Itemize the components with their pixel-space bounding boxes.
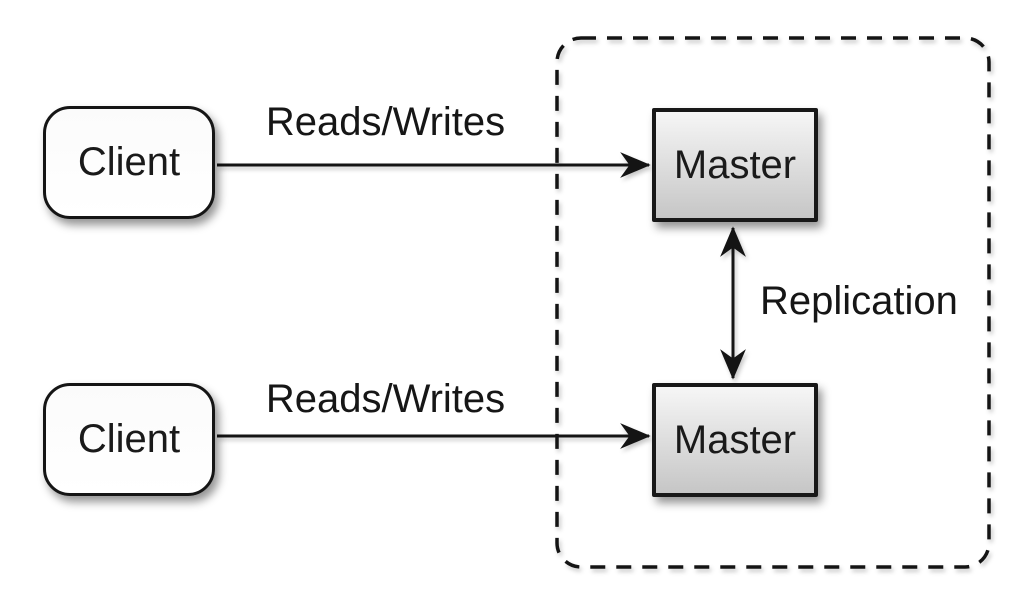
master-node-top: Master xyxy=(652,108,818,222)
reads-writes-label-top: Reads/Writes xyxy=(265,100,506,144)
replication-cluster-boundary xyxy=(555,36,991,569)
client-node-top: Client xyxy=(43,106,215,219)
master-node-top-label: Master xyxy=(673,142,797,187)
reads-writes-label-bottom: Reads/Writes xyxy=(265,377,506,421)
client-node-bottom: Client xyxy=(43,383,215,496)
replication-label: Replication xyxy=(760,279,958,323)
master-node-bottom-label: Master xyxy=(673,417,797,462)
master-node-bottom: Master xyxy=(652,383,818,497)
client-node-top-label: Client xyxy=(77,140,181,184)
client-node-bottom-label: Client xyxy=(77,417,181,461)
